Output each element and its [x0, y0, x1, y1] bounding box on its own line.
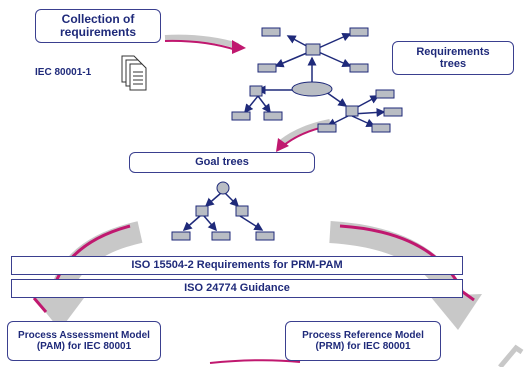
flow-arrow-collection-to-trees: [164, 34, 246, 54]
flow-arrow-left-big: [32, 221, 143, 330]
collection-label: Collection of requirements: [59, 11, 137, 39]
iso-24774-banner: ISO 24774 Guidance: [11, 279, 463, 298]
goal-tree-graph: [182, 192, 264, 232]
iso-15504-banner: ISO 15504-2 Requirements for PRM-PAM: [11, 256, 463, 275]
requirements-tree-nodes: [231, 27, 403, 133]
goal-tree-nodes: [171, 181, 275, 241]
prm-box: Process Reference Model (PRM) for IEC 80…: [285, 321, 441, 361]
iso-24774-label: ISO 24774 Guidance: [184, 282, 290, 294]
goal-trees-label: Goal trees: [195, 156, 249, 169]
flow-arrow-bottom: [209, 344, 524, 367]
flow-arrow-right-big: [329, 221, 482, 330]
pam-box: Process Assessment Model (PAM) for IEC 8…: [7, 321, 161, 361]
document-stack-icon: [121, 55, 147, 91]
requirements-trees-label: Requirements trees: [416, 45, 490, 70]
goal-trees-box: Goal trees: [129, 152, 315, 173]
iso-15504-label: ISO 15504-2 Requirements for PRM-PAM: [131, 259, 343, 271]
iec-document-label: IEC 80001-1: [35, 67, 92, 78]
collection-of-requirements-box: Collection of requirements: [35, 9, 161, 43]
pam-label: Process Assessment Model (PAM) for IEC 8…: [18, 330, 150, 352]
prm-label: Process Reference Model (PRM) for IEC 80…: [302, 330, 424, 352]
requirements-trees-box: Requirements trees: [392, 41, 514, 75]
